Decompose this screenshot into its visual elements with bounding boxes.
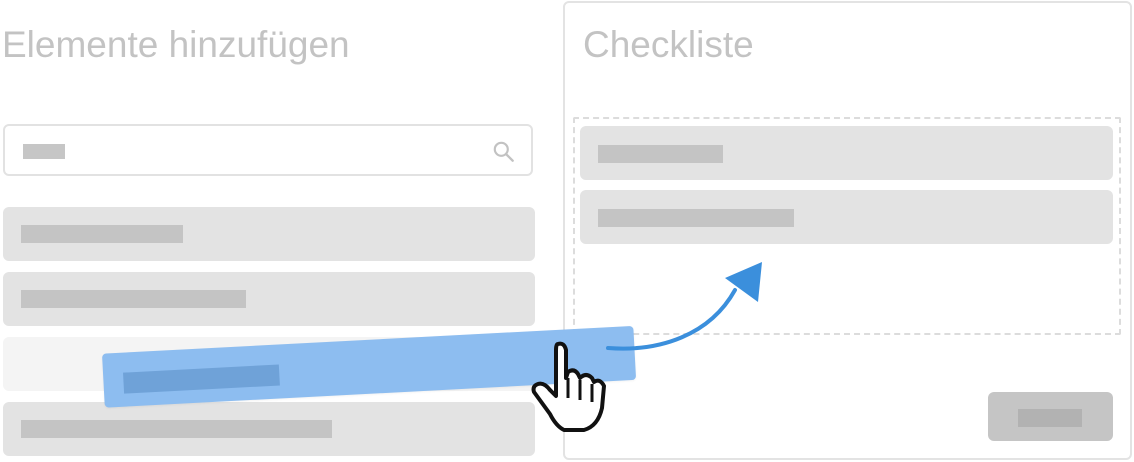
list-item-label-bar [21,225,183,243]
search-input[interactable] [3,124,533,176]
checklist-action-button[interactable] [988,392,1113,441]
button-label-bar [1018,409,1082,427]
checklist-item[interactable] [580,190,1113,244]
search-placeholder-bar [23,144,65,159]
list-item[interactable] [3,207,535,261]
checklist-item[interactable] [580,126,1113,180]
checklist-item-label-bar [598,209,794,227]
list-item[interactable] [3,272,535,326]
list-item-label-bar [21,420,332,438]
checklist-title: Checkliste [583,24,754,65]
checklist-dropzone[interactable] [573,117,1121,335]
hand-pointer-icon [531,341,606,432]
search-icon[interactable] [491,139,517,165]
curved-arrow-icon [606,262,762,351]
checklist-item-label-bar [598,145,723,163]
dragged-item-label-bar [123,364,280,394]
add-elements-title: Elemente hinzufügen [2,24,350,65]
list-item[interactable] [3,402,535,456]
list-item-label-bar [21,290,246,308]
